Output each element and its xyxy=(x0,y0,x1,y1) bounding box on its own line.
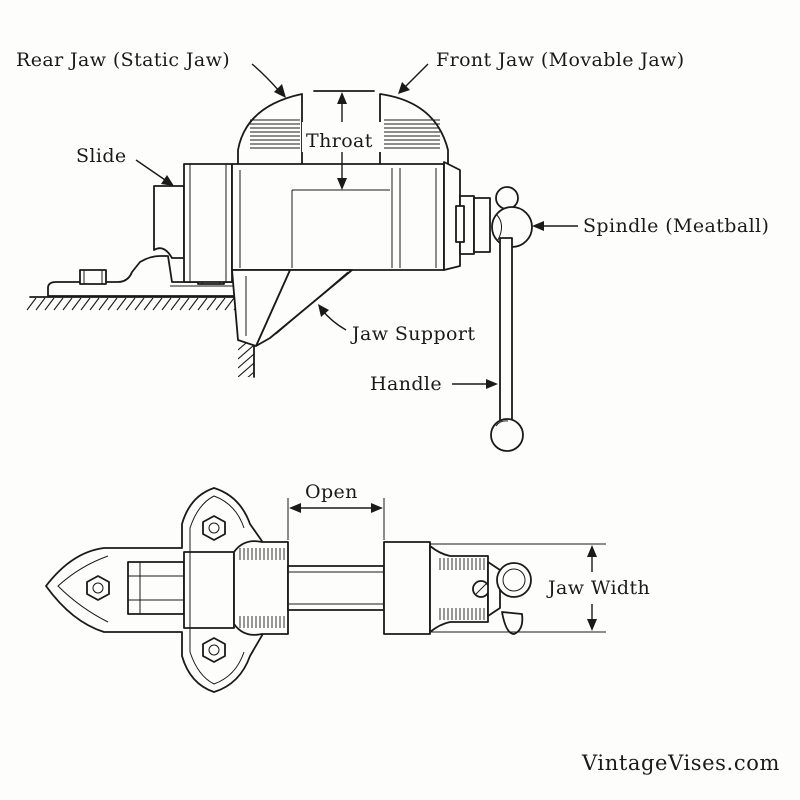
shading-line xyxy=(53,297,64,311)
jaw-support-label: Jaw Support xyxy=(350,323,475,345)
shading-line xyxy=(62,297,73,311)
bench-surface xyxy=(26,296,255,395)
site-watermark: VintageVises.com xyxy=(581,751,780,775)
front-jaw-label: Front Jaw (Movable Jaw) xyxy=(436,49,685,71)
jaw-width-dimension xyxy=(430,543,664,633)
shading-line xyxy=(161,297,172,311)
top-view-screw xyxy=(287,565,385,611)
shading-line xyxy=(134,297,145,311)
shading-line xyxy=(26,297,37,311)
shading-line xyxy=(206,297,217,311)
shading-line xyxy=(143,297,154,311)
jaw-width-label: Jaw Width xyxy=(546,577,650,599)
open-label: Open xyxy=(305,481,358,503)
shading-line xyxy=(80,297,91,311)
shading-line xyxy=(35,297,46,311)
throat-label: Throat xyxy=(306,130,373,152)
shading-line xyxy=(215,297,226,311)
shading-line xyxy=(116,297,127,311)
throat-dimension xyxy=(302,90,382,190)
shading-line xyxy=(197,297,208,311)
leader-arrows xyxy=(135,63,578,389)
shading-line xyxy=(179,297,190,311)
shading-line xyxy=(238,381,254,395)
vise-side-view xyxy=(26,63,578,452)
spindle-meatball xyxy=(455,186,533,255)
front-jaw xyxy=(231,93,461,271)
vise-top-view xyxy=(45,487,664,693)
shading-line xyxy=(170,297,181,311)
rear-jaw-label: Rear Jaw (Static Jaw) xyxy=(16,49,230,71)
shading-line xyxy=(107,297,118,311)
shading-line xyxy=(44,297,55,311)
shading-line xyxy=(152,297,163,311)
handle-bar xyxy=(490,237,524,452)
handle-label: Handle xyxy=(370,373,442,395)
shading-line xyxy=(98,297,109,311)
shading-line xyxy=(238,362,254,377)
shading-line xyxy=(125,297,136,311)
shading-line xyxy=(89,297,100,311)
shading-line xyxy=(188,297,199,311)
shading-line xyxy=(238,353,254,369)
shading-line xyxy=(238,344,254,360)
open-dimension xyxy=(287,498,385,540)
spindle-label: Spindle (Meatball) xyxy=(583,215,769,237)
jaw-support xyxy=(231,269,353,347)
slide-label: Slide xyxy=(76,145,127,167)
shading-line xyxy=(71,297,82,311)
top-view-front-jaw xyxy=(383,541,532,635)
shading-line xyxy=(224,297,235,311)
slide xyxy=(153,163,233,283)
top-view-rear-jaw xyxy=(233,540,289,636)
shading-line xyxy=(247,371,254,377)
